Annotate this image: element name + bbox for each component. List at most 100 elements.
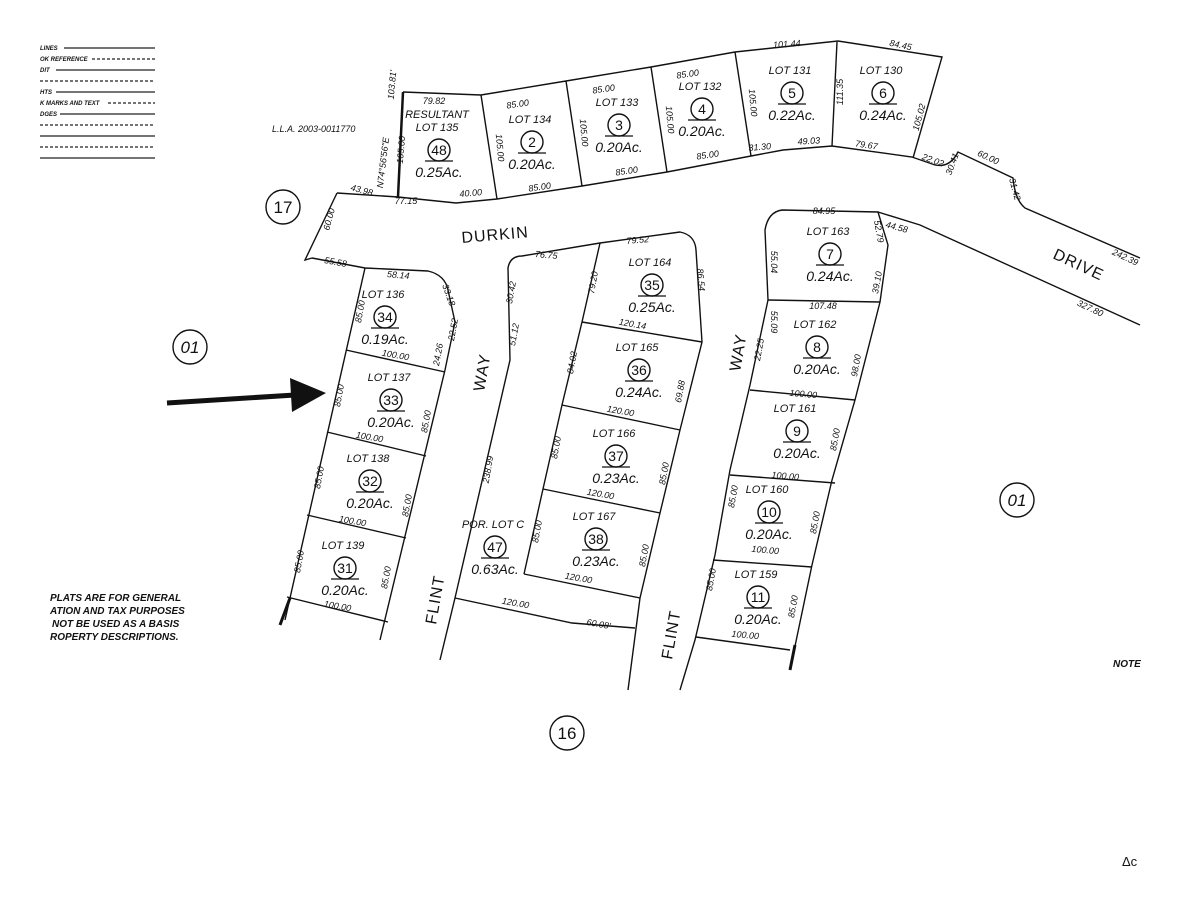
dimension-label: 60.00	[976, 148, 1001, 167]
lot-divider	[831, 41, 838, 147]
parcel-acreage: 0.25Ac.	[415, 164, 462, 180]
parcel-acreage: 0.19Ac.	[361, 331, 408, 347]
dimension-label: 69.88	[673, 380, 687, 404]
dimension-label: 84.95	[813, 206, 837, 216]
dimension-label: 100.00	[338, 514, 367, 529]
dimension-label: 85.00	[400, 494, 414, 518]
dimension-label: 242.39	[1110, 247, 1140, 268]
map-book-pages: 17 01 01 16	[172, 189, 1035, 751]
dimension-label: 85.00	[637, 544, 651, 568]
lot-divider	[581, 321, 703, 343]
book-page-label: 16	[558, 724, 577, 743]
book-page-01-west[interactable]: 01	[172, 329, 208, 365]
parcel-number: 36	[631, 362, 647, 378]
book-page-label: 01	[181, 338, 200, 357]
lot-number-label: LOT 134	[509, 114, 552, 126]
book-page-16[interactable]: 16	[549, 715, 585, 751]
dimension-label: 79.82	[423, 96, 446, 106]
lot-c-south-line	[454, 597, 636, 629]
lot-divider	[542, 488, 661, 514]
legend-label: DIT	[40, 68, 51, 74]
book-page-01-east[interactable]: 01	[999, 482, 1035, 518]
dimension-label: 55.09	[769, 311, 779, 334]
book-page-17[interactable]: 17	[265, 189, 301, 225]
lot-number-label: LOT 139	[322, 540, 365, 552]
parcel-number: 33	[383, 392, 399, 408]
dimension-label: 39.10	[870, 271, 884, 295]
lot-number-label: LOT 166	[593, 428, 637, 440]
lot-number-label: LOT 167	[573, 511, 617, 523]
parcel-acreage: 0.20Ac.	[678, 123, 725, 139]
dimension-label: 105.00	[664, 106, 676, 134]
dimension-label: 120.00	[586, 487, 615, 502]
lot-divider	[749, 389, 856, 401]
dimension-label: 327.80	[1076, 298, 1105, 319]
street-way-west: WAY	[471, 353, 494, 393]
dimension-label: 85.00	[292, 550, 306, 574]
dimension-label: 85.00	[592, 83, 616, 96]
dimension-label: 107.48	[809, 301, 837, 311]
lot-divider	[523, 573, 641, 599]
dimension-label: 79.20	[586, 271, 600, 295]
dimension-label: 85.00	[530, 520, 544, 544]
dimension-label: 85.00	[828, 428, 842, 452]
durkin-west-end	[303, 192, 338, 262]
lot-number-label: LOT 138	[347, 453, 391, 465]
dimension-label: 85.00	[696, 149, 720, 162]
lot-number-label: LOT 135	[416, 122, 460, 134]
east-block-outline	[679, 209, 889, 691]
street-flint-east: FLINT	[659, 609, 684, 661]
parcel-acreage: 0.20Ac.	[745, 526, 792, 542]
dimension-label: 100.00	[731, 629, 759, 641]
dimension-label: 86.54	[695, 268, 707, 291]
dimension-label: 49.03	[797, 135, 820, 146]
lot-divider	[345, 349, 446, 373]
dimension-label: 100.00	[381, 348, 410, 363]
lot-number-label: LOT 133	[596, 97, 640, 109]
dimension-label: 120.14	[618, 317, 647, 332]
lla-label: L.L.A. 2003-0011770	[272, 124, 355, 134]
disclaimer-note: PLATS ARE FOR GENERAL ATION AND TAX PURP…	[49, 593, 185, 643]
lot-divider	[306, 514, 407, 539]
dimension-label: 105.00	[747, 89, 759, 117]
dimension-label: 85.00	[379, 566, 393, 590]
parcel-acreage: 0.23Ac.	[592, 470, 639, 486]
dimension-label: 100.00	[751, 544, 779, 556]
dimension-label: 33.18	[440, 283, 457, 308]
dimension-label: 120.00	[606, 404, 635, 419]
dimension-label: 85.00	[332, 384, 346, 408]
parcel-number: 6	[879, 85, 887, 101]
street-labels: DURKIN DRIVE WAY WAY FLINT FLINT	[423, 224, 1106, 661]
pointer-arrow-icon	[166, 378, 326, 412]
dimension-label: 24.26	[431, 343, 445, 368]
dimension-label: 111.35	[835, 78, 845, 105]
dimension-label: 98.00	[849, 354, 863, 378]
parcel-number: 8	[813, 339, 821, 355]
parcel-number: 35	[644, 277, 660, 293]
durkin-road-edge-north	[336, 145, 1141, 259]
lot-number-label: LOT 163	[807, 226, 851, 238]
street-flint-west: FLINT	[423, 574, 448, 626]
dimension-label: 30.41	[944, 152, 961, 177]
